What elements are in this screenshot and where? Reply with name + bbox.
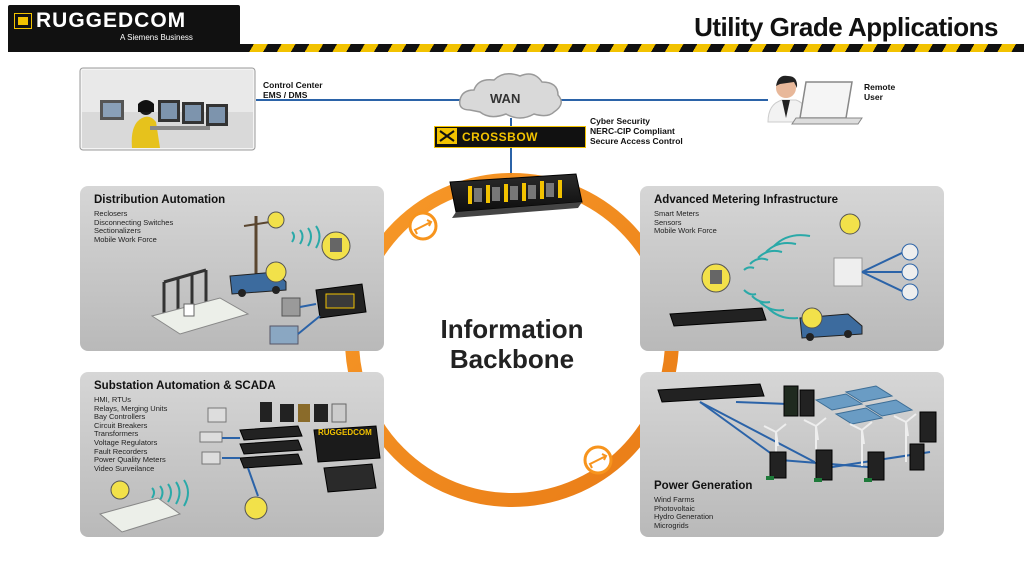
list-item: Hydro Generation xyxy=(654,512,714,522)
list-item: Smart Meters xyxy=(654,209,700,218)
crossbow-logo xyxy=(434,126,586,148)
hazard-stripe xyxy=(240,44,1024,52)
panel-title-distribution: Distribution Automation xyxy=(94,194,226,206)
substation-illustration xyxy=(98,402,381,533)
security-line-2: NERC-CIP Compliant xyxy=(590,126,675,136)
crossbow-icon xyxy=(437,128,457,144)
list-item: Fault Recorders xyxy=(94,446,148,456)
list-item: Video Surveilance xyxy=(94,463,155,473)
list-item: Sectionalizers xyxy=(94,226,141,236)
panel-title-power: Power Generation xyxy=(654,480,753,492)
backbone-switch-image xyxy=(449,173,583,218)
ruggedcom-logo xyxy=(8,5,240,50)
ring-arrow-badge-top xyxy=(408,211,438,241)
header-bar xyxy=(8,44,240,52)
device-brand-label: RUGGEDCOM xyxy=(318,428,372,437)
list-item: Transformers xyxy=(94,429,139,439)
list-item: Voltage Regulators xyxy=(94,437,158,447)
list-item: Microgrids xyxy=(654,520,689,530)
power-illustration xyxy=(657,383,937,482)
logo-text: RUGGEDCOM xyxy=(36,9,187,32)
list-item: Circuit Breakers xyxy=(94,420,148,430)
list-item: Photovoltaic xyxy=(654,503,695,513)
panel-list-power: Wind Farms Photovoltaic Hydro Generation… xyxy=(654,495,714,530)
security-line-3: Secure Access Control xyxy=(590,136,683,146)
panel-title-ami: Advanced Metering Infrastructure xyxy=(654,194,839,206)
panel-distribution-automation xyxy=(80,186,384,351)
backbone-title: Information Backbone xyxy=(392,314,632,374)
list-item: Mobile Work Force xyxy=(94,234,157,244)
list-item: Mobile Work Force xyxy=(654,226,717,236)
panel-list-distribution: Reclosers Disconnecting Switches Section… xyxy=(94,209,174,244)
remote-user-image xyxy=(767,75,863,125)
list-item: Disconnecting Switches xyxy=(94,217,174,227)
backbone-line-2: Backbone xyxy=(449,344,575,374)
panel-list-ami: Smart Meters Sensors Mobile Work Force xyxy=(654,209,717,236)
list-item: HMI, RTUs xyxy=(94,395,131,404)
distribution-illustration xyxy=(150,211,367,345)
backbone-line-1: Information xyxy=(440,314,584,344)
crossbow-text: CROSSBOW xyxy=(462,130,538,144)
list-item: Sensors xyxy=(654,217,682,227)
control-center-label: Control Center EMS / DMS xyxy=(263,80,323,100)
control-center-image xyxy=(79,67,256,151)
panel-list-substation: HMI, RTUs Relays, Merging Units Bay Cont… xyxy=(94,395,168,473)
wan-label: WAN xyxy=(490,91,521,106)
list-item: Reclosers xyxy=(94,209,128,218)
page-title: Utility Grade Applications xyxy=(694,12,998,42)
list-item: Relays, Merging Units xyxy=(94,403,168,413)
logo-subtitle: A Siemens Business xyxy=(120,33,193,42)
ami-illustration xyxy=(669,213,919,341)
logo-mark-icon xyxy=(14,13,32,29)
list-item: Bay Controllers xyxy=(94,412,146,422)
list-item: Power Quality Meters xyxy=(94,455,166,465)
panel-title-substation: Substation Automation & SCADA xyxy=(94,380,276,392)
list-item: Wind Farms xyxy=(654,495,695,504)
wan-cloud xyxy=(458,73,562,119)
ring-arrow-badge-bottom xyxy=(583,445,613,475)
security-line-1: Cyber Security xyxy=(590,116,650,126)
remote-user-label: Remote User xyxy=(864,82,896,102)
